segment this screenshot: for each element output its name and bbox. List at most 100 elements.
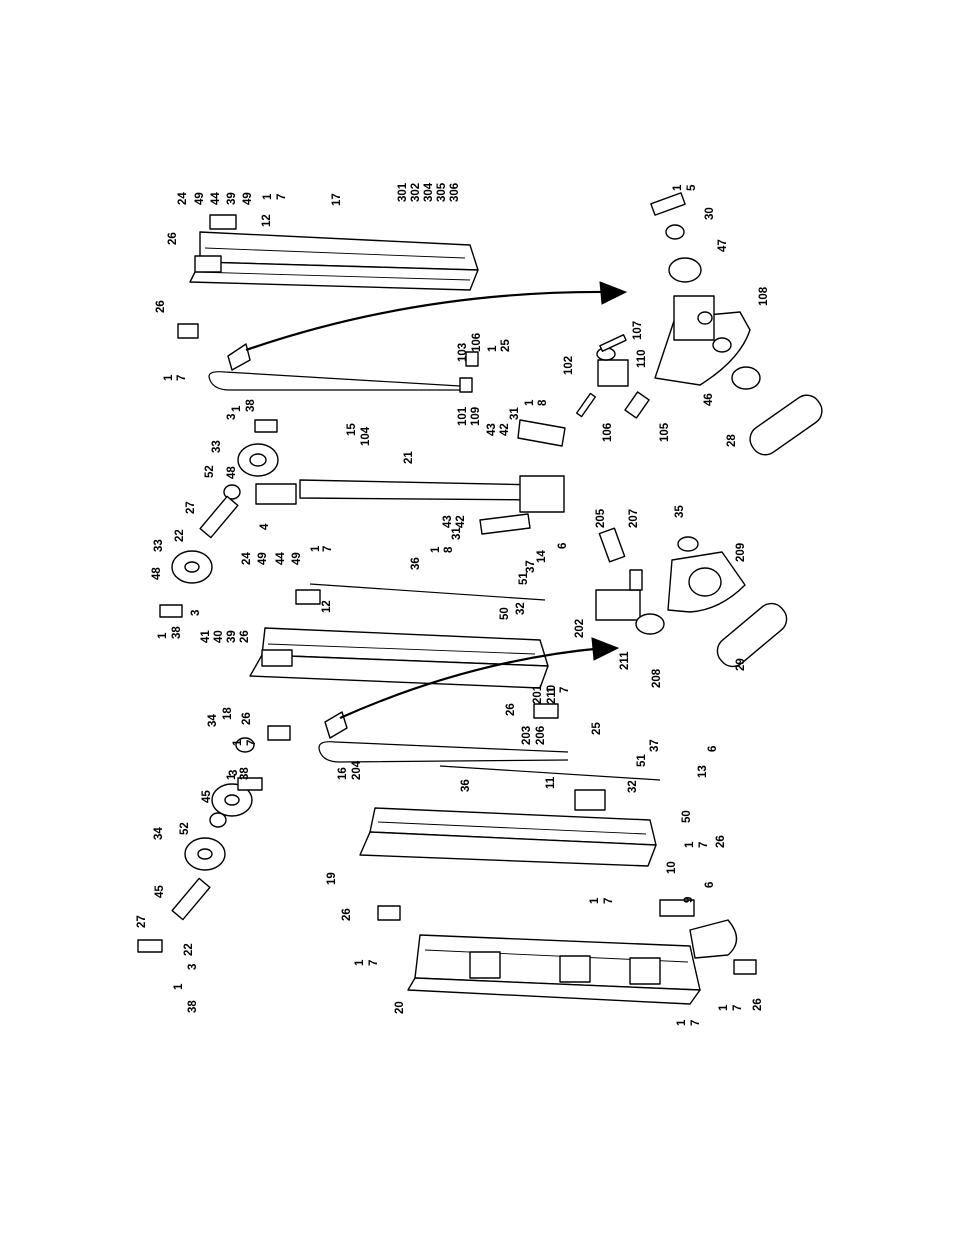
label: 30 [704, 207, 716, 220]
label: 106 [471, 333, 483, 352]
label: 26 [239, 630, 251, 643]
part-16-cable-loop [318, 637, 620, 763]
label: 210 [546, 685, 558, 704]
label: 1 [718, 1004, 730, 1011]
part-108-pulley-bracket [575, 192, 823, 456]
label: 24 [177, 192, 189, 205]
label: 38 [245, 399, 257, 412]
part-209-pulley-bracket [595, 527, 788, 668]
label: 49 [242, 192, 254, 205]
label: 305 [436, 182, 448, 202]
label: 44 [275, 552, 287, 565]
label: 22 [174, 529, 186, 542]
label: 6 [557, 543, 569, 549]
label: 104 [360, 426, 372, 446]
part-17-channel [189, 214, 479, 291]
label: 1 [232, 739, 244, 746]
part-33-pulley-upper [159, 419, 279, 618]
label: 106 [602, 423, 614, 442]
label: 1 [524, 399, 536, 406]
label: 45 [201, 790, 213, 803]
label: 44 [210, 192, 222, 205]
label: 1 [226, 773, 238, 780]
label: 7 [368, 960, 380, 966]
label: 16 [337, 767, 349, 780]
label: 38 [171, 626, 183, 639]
label: 202 [574, 619, 586, 638]
label: 51 [636, 754, 648, 767]
label: 37 [649, 739, 661, 752]
label: 7 [322, 546, 334, 552]
label: 26 [341, 908, 353, 921]
label: 7 [559, 687, 571, 693]
label: 1 [173, 983, 185, 990]
label: 34 [207, 714, 219, 727]
label: 7 [246, 740, 258, 746]
label: 26 [155, 300, 167, 313]
label: 49 [291, 552, 303, 565]
label: 49 [257, 552, 269, 565]
part-18-channel [249, 583, 549, 689]
label: 7 [603, 898, 615, 904]
label: 201 [532, 684, 544, 704]
label: 39 [226, 630, 238, 643]
label: 5 [686, 184, 698, 191]
label: 105 [659, 422, 671, 442]
part-21-cylinder [255, 419, 566, 535]
label: 22 [183, 943, 195, 956]
label: 1 [589, 897, 601, 904]
label: 26 [715, 835, 727, 848]
label: 7 [276, 194, 288, 200]
label: 206 [535, 726, 547, 745]
label: 1 [231, 405, 243, 412]
label: 38 [187, 1000, 199, 1013]
label: 3 [190, 610, 202, 616]
label: 7 [690, 1020, 702, 1026]
label: 49 [194, 192, 206, 205]
label: 209 [735, 543, 747, 562]
label: 18 [222, 707, 234, 720]
label: 45 [154, 885, 166, 898]
label: 32 [627, 780, 639, 793]
label: 10 [666, 861, 678, 874]
part-15-cable-loop [208, 281, 628, 393]
label: 37 [525, 560, 537, 573]
label: 1 [487, 345, 499, 352]
label: 33 [211, 440, 223, 453]
label: 21 [403, 451, 415, 464]
label: 38 [239, 767, 251, 780]
label: 7 [732, 1005, 744, 1011]
label: 306 [449, 183, 461, 202]
label: 204 [351, 760, 363, 780]
label: 109 [470, 407, 482, 426]
label: 28 [726, 434, 738, 447]
label: 47 [717, 239, 729, 252]
label: 50 [499, 607, 511, 620]
label: 20 [394, 1001, 406, 1014]
label: 1 [354, 959, 366, 966]
label: 26 [752, 998, 764, 1011]
callout-labels: 24 49 44 39 49 1 7 12 17 301 302 304 305… [136, 182, 770, 1026]
label: 26 [167, 232, 179, 245]
label: 110 [636, 349, 648, 368]
label: 205 [595, 508, 607, 528]
label: 52 [204, 465, 216, 478]
label: 1 [684, 841, 696, 848]
part-26-wear-pads [177, 323, 559, 921]
label: 29 [735, 658, 747, 671]
label: 8 [443, 546, 455, 553]
label: 34 [153, 827, 165, 840]
label: 31 [451, 527, 463, 540]
label: 31 [509, 407, 521, 420]
label: 41 [200, 630, 212, 643]
label: 6 [707, 746, 719, 752]
label: 14 [536, 550, 548, 563]
label: 25 [500, 339, 512, 352]
label: 4 [259, 523, 271, 530]
label: 108 [758, 286, 770, 306]
part-20-base-frame [407, 899, 757, 1005]
label: 25 [591, 722, 603, 735]
label: 101 [457, 406, 469, 426]
label: 1 [310, 545, 322, 552]
label: 42 [455, 515, 467, 528]
